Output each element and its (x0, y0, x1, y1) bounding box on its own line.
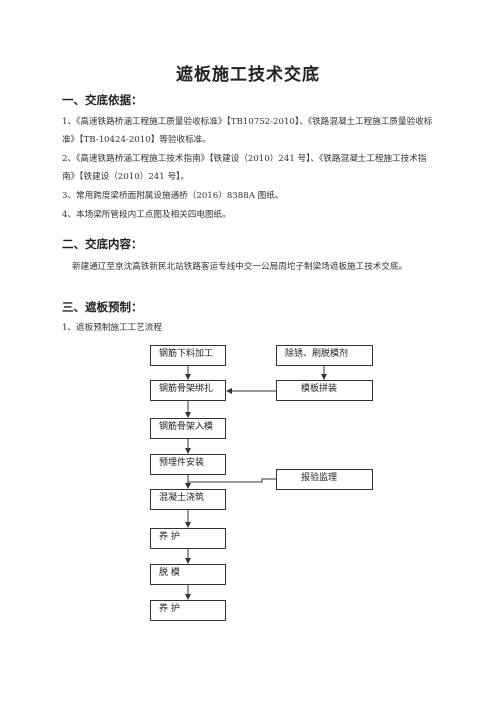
flow-side-formwork-assembly: 模板拼装 (276, 380, 373, 401)
flow-step-concrete-pouring: 混凝土浇筑 (150, 489, 226, 510)
basis-item-2: 2、《高速铁路桥涵工程施工技术指南》【铁建设（2010）241 号】、《铁路混凝… (62, 154, 427, 182)
basis-item-3: 3、常用跨度梁桥面附属设施通桥（2016）8388A 图纸。 (62, 191, 284, 201)
basis-item-4: 4、本场梁所管段内工点图及相关四电图纸。 (62, 210, 231, 220)
page-title: 遮板施工技术交底 (176, 65, 320, 85)
basis-item-1: 1、《高速铁路桥涵工程施工质量验收标准》【TB10752-2010】、《铁路混凝… (62, 117, 433, 145)
flow-subheading: 1、遮板预制施工工艺流程 (62, 323, 162, 333)
flow-step-rebar-binding: 钢筋骨架绑扎 (150, 380, 226, 401)
flow-step-embedded-parts: 预埋件安装 (150, 454, 226, 475)
flow-step-demolding: 脱 模 (150, 564, 226, 585)
flow-step-rebar-into-mold: 钢筋骨架入模 (150, 418, 226, 439)
flow-step-rebar-cutting: 钢筋下料加工 (150, 345, 226, 366)
section-heading-content: 二、交底内容： (62, 237, 143, 251)
line-inspection-to-flow (188, 478, 276, 483)
flow-step-curing-2: 养 护 (150, 600, 226, 621)
section-heading-basis: 一、交底依据： (62, 93, 143, 107)
flow-side-inspection-report: 报验监理 (276, 469, 373, 490)
flow-side-derust-release-agent: 除锈、刷脱模剂 (276, 345, 373, 366)
section-heading-precast: 三、遮板预制： (62, 300, 143, 314)
flow-step-curing-1: 养 护 (150, 528, 226, 549)
content-text: 新建通辽至京沈高铁新民北站铁路客运专线中交一公局周坨子制梁场遮板施工技术交底。 (72, 262, 408, 272)
